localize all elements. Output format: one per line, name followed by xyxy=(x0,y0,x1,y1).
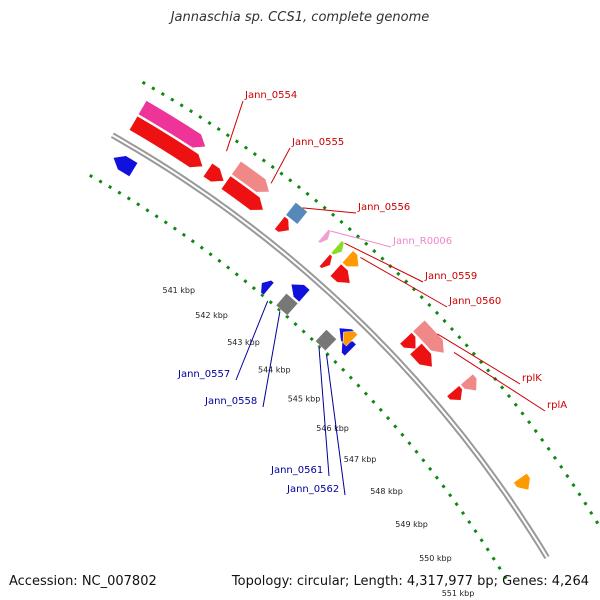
gene-label-leader xyxy=(453,351,546,412)
gene-forward-salmon[interactable] xyxy=(460,373,478,391)
scale-tick-label: 546 kbp xyxy=(316,424,349,433)
scale-tick-label: 543 kbp xyxy=(227,338,260,347)
gene-label[interactable]: Jann_0554 xyxy=(244,90,297,101)
gene-label-leader xyxy=(302,207,357,214)
scale-tick-label: 549 kbp xyxy=(395,520,428,529)
gene-label[interactable]: Jann_0560 xyxy=(448,296,501,307)
topology-text: Topology: circular; Length: 4,317,977 bp… xyxy=(231,574,589,589)
gene-reverse-blue[interactable] xyxy=(290,283,311,303)
gene-forward-lime[interactable] xyxy=(330,240,345,256)
outer-dotted-ring xyxy=(141,80,600,527)
gene-label-leader xyxy=(262,311,281,408)
gene-label[interactable]: Jann_0558 xyxy=(204,396,257,407)
gene-forward-red[interactable] xyxy=(202,162,225,183)
gene-label[interactable]: Jann_0561 xyxy=(270,465,323,476)
gene-forward-red[interactable] xyxy=(128,115,204,168)
map-title: Jannaschia sp. CCS1, complete genome xyxy=(170,10,430,25)
gene-label[interactable]: rplA xyxy=(547,400,567,411)
gene-forward-red[interactable] xyxy=(220,175,264,211)
gene-reverse-blue[interactable] xyxy=(112,155,139,177)
scale-tick-label: 545 kbp xyxy=(288,394,321,403)
gene-label-leader xyxy=(326,354,346,496)
gene-label-leader xyxy=(270,147,291,184)
gene-label[interactable]: Jann_0559 xyxy=(424,271,477,282)
gene-forward-red[interactable] xyxy=(399,332,417,350)
scale-tick-label: 541 kbp xyxy=(162,286,195,295)
gene-label-leader xyxy=(318,347,330,477)
scale-tick-label: 550 kbp xyxy=(419,554,452,563)
gene-label-leader xyxy=(360,256,448,308)
scale-tick-label: 551 kbp xyxy=(442,589,475,598)
gene-reverse-orange[interactable] xyxy=(342,331,358,347)
gene-label[interactable]: Jann_0555 xyxy=(291,137,344,148)
gene-label[interactable]: Jann_0556 xyxy=(357,202,410,213)
scale-tick-label: 542 kbp xyxy=(195,311,228,320)
gene-label[interactable]: Jann_R0006 xyxy=(392,236,452,247)
scale-tick-label: 548 kbp xyxy=(370,487,403,496)
gene-forward-orange[interactable] xyxy=(513,473,531,491)
gene-forward-red[interactable] xyxy=(446,385,463,401)
gene-label[interactable]: Jann_0557 xyxy=(177,369,230,380)
accession-text: Accession: NC_007802 xyxy=(9,574,157,589)
scale-tick-label: 547 kbp xyxy=(344,455,377,464)
gene-forward-salmon[interactable] xyxy=(231,160,270,193)
gene-label[interactable]: rplK xyxy=(522,373,542,384)
gene-label-leader xyxy=(226,100,244,152)
scale-tick-label: 544 kbp xyxy=(258,366,291,375)
gene-forward-pink[interactable] xyxy=(138,100,206,149)
gene-reverse-gray[interactable] xyxy=(275,292,299,316)
gene-label-leader xyxy=(437,333,521,385)
gene-label[interactable]: Jann_0562 xyxy=(286,484,339,495)
gene-label-leader xyxy=(235,300,269,381)
genome-backbone-inner xyxy=(111,134,548,558)
gene-label-leader xyxy=(344,242,424,283)
gene-forward-salmon[interactable] xyxy=(412,319,445,354)
gene-reverse-gray[interactable] xyxy=(315,329,337,352)
gene-reverse-blue[interactable] xyxy=(260,280,275,296)
gene-forward-red[interactable] xyxy=(329,263,351,284)
gene-forward-orange[interactable] xyxy=(341,250,359,267)
gene-label-leader xyxy=(330,230,392,248)
gene-forward-red[interactable] xyxy=(319,253,333,269)
gene-forward-steel[interactable] xyxy=(285,202,308,225)
gene-forward-red[interactable] xyxy=(274,216,290,233)
gene-forward-red[interactable] xyxy=(409,343,433,368)
gene-rrna-pink[interactable] xyxy=(317,228,331,244)
